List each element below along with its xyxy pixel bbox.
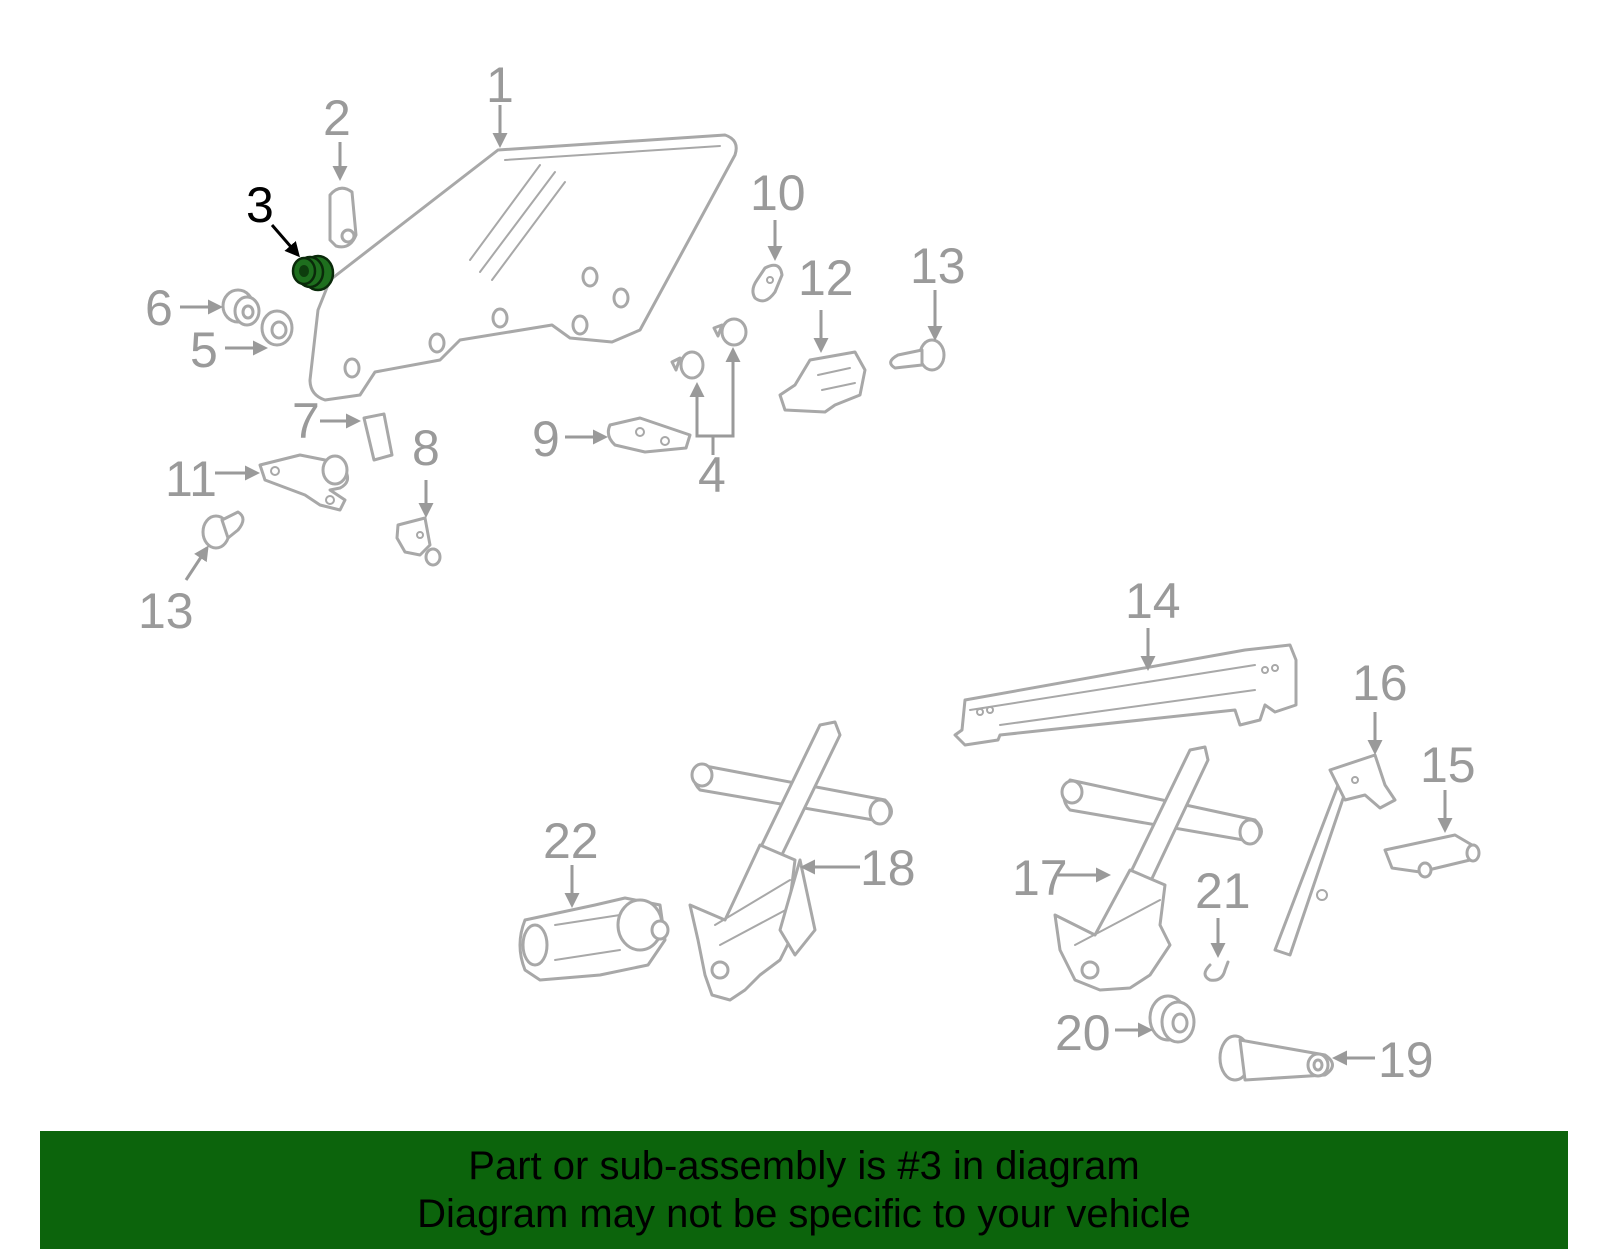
callout-3: 3 bbox=[246, 177, 274, 233]
part-2-clip bbox=[328, 186, 358, 249]
callout-5: 5 bbox=[190, 322, 218, 378]
callout-13-upper: 13 bbox=[910, 238, 966, 294]
callout-9: 9 bbox=[532, 411, 560, 467]
callout-19: 19 bbox=[1378, 1032, 1434, 1088]
callout-16: 16 bbox=[1352, 655, 1408, 711]
part-20-bushing bbox=[1148, 994, 1196, 1044]
callout-10: 10 bbox=[750, 165, 806, 221]
part-11-guide-bracket bbox=[258, 453, 350, 512]
parts-diagram: 1 2 3 6 5 7 11 bbox=[138, 57, 1481, 1088]
callout-18: 18 bbox=[860, 840, 916, 896]
part-17-regulator-right bbox=[1053, 745, 1263, 992]
callout-12: 12 bbox=[798, 250, 854, 306]
part-19-crank-handle bbox=[1218, 1034, 1334, 1082]
info-banner: Part or sub-assembly is #3 in diagram Di… bbox=[40, 1131, 1568, 1249]
part-16-rail bbox=[1273, 753, 1397, 957]
callout-11: 11 bbox=[165, 451, 217, 507]
part-13-stud-lower bbox=[201, 510, 245, 550]
part-1-door-glass bbox=[308, 133, 738, 402]
callout-22: 22 bbox=[543, 813, 599, 869]
callout-15: 15 bbox=[1420, 737, 1476, 793]
part-21-clip bbox=[1203, 960, 1230, 982]
callout-17: 17 bbox=[1012, 850, 1068, 906]
callout-4: 4 bbox=[698, 447, 726, 503]
part-8-bracket bbox=[395, 516, 442, 567]
part-3-grommet-highlighted bbox=[291, 254, 335, 292]
part-12-guide bbox=[778, 350, 867, 414]
callout-21: 21 bbox=[1195, 863, 1251, 919]
callout-6: 6 bbox=[145, 280, 173, 336]
part-9-bracket bbox=[606, 416, 692, 454]
part-4-bolts bbox=[670, 317, 748, 380]
callout-14: 14 bbox=[1125, 573, 1181, 629]
callout-20: 20 bbox=[1055, 1005, 1111, 1061]
banner-line-disclaimer: Diagram may not be specific to your vehi… bbox=[417, 1192, 1191, 1236]
part-7-spacer bbox=[362, 412, 394, 462]
part-5-bushing bbox=[260, 309, 294, 347]
part-22-motor bbox=[518, 896, 670, 982]
part-14-window-channel bbox=[953, 643, 1298, 747]
callout-8: 8 bbox=[412, 420, 440, 476]
banner-line-part-info: Part or sub-assembly is #3 in diagram bbox=[468, 1144, 1140, 1188]
part-13-stud-upper bbox=[889, 338, 946, 372]
part-15-bracket bbox=[1383, 833, 1481, 879]
callout-2: 2 bbox=[323, 90, 351, 146]
callout-7: 7 bbox=[292, 393, 320, 449]
callout-13-lower: 13 bbox=[138, 583, 194, 639]
part-10-clip bbox=[751, 263, 784, 303]
part-18-regulator-left bbox=[688, 720, 893, 1002]
callout-1: 1 bbox=[486, 57, 514, 113]
part-6-bushing bbox=[221, 288, 261, 327]
